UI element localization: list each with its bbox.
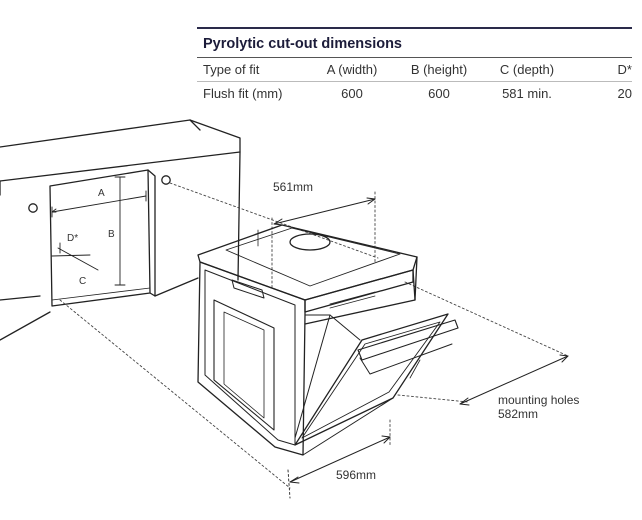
dimension-561 [273,197,376,226]
header-depth: C (depth) [499,62,555,77]
header-type-of-fit: Type of fit [203,62,260,77]
top-vent [289,233,331,251]
dimensions-table: Pyrolytic cut-out dimensions Type of fit… [197,27,632,105]
label-b: B [108,229,115,240]
cell-width: 600 [341,86,363,101]
cell-depth: 581 min. [502,86,552,101]
dimension-596 [287,435,391,499]
label-582mm: 582mm [498,407,538,421]
cell-height: 600 [428,86,450,101]
guide-lines [59,182,569,489]
mounting-hole-left [28,203,38,213]
header-height: B (height) [410,62,468,77]
table-top-rule [197,27,632,29]
label-c: C [79,276,86,287]
label-a: A [98,188,105,199]
cell-d: 20 [617,86,632,101]
table-header-row: Type of fit A (width) B (height) C (dept… [197,58,632,82]
label-d: D* [67,233,78,244]
label-mounting-holes: mounting holes [498,393,579,407]
header-d: D* [617,62,632,77]
dimension-582 [459,354,569,406]
cabinet [0,119,241,341]
label-596mm: 596mm [336,468,376,482]
table-row: Flush fit (mm) 600 600 581 min. 20 [197,82,632,105]
mounting-hole-right [161,175,171,185]
dimension-a [51,190,147,218]
cell-type: Flush fit (mm) [203,86,283,101]
dimension-c-d [51,242,99,271]
table-title: Pyrolytic cut-out dimensions [197,29,632,58]
dimension-b [114,176,126,286]
oven [197,224,459,456]
label-561mm: 561mm [273,180,313,194]
header-width: A (width) [326,62,378,77]
